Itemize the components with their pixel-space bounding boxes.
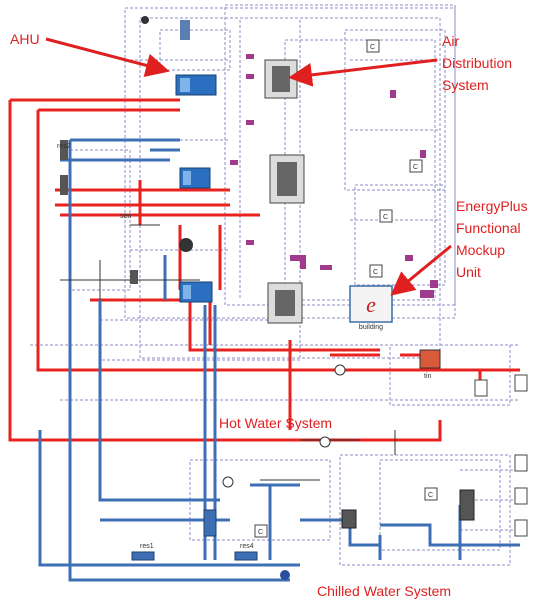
- svg-text:C: C: [373, 269, 378, 276]
- ahu-label: AHU: [10, 31, 40, 47]
- tin-label: tin: [424, 373, 432, 380]
- energyplus-fmu-block: e building: [349, 285, 393, 331]
- svg-text:C: C: [383, 214, 388, 221]
- annotation-arrows: [45, 37, 452, 296]
- energyplus-label-line4: Unit: [456, 264, 481, 280]
- energyplus-label-line1: EnergyPlus: [456, 198, 528, 214]
- fmu-caption: building: [359, 324, 383, 331]
- air-distribution-label-line3: System: [442, 77, 489, 93]
- energyplus-arrow: [390, 244, 452, 296]
- ahu-unit-2: [179, 167, 211, 189]
- svg-text:C: C: [370, 44, 375, 51]
- hot-water-system-label: Hot Water System: [219, 415, 333, 431]
- connector-lines: [60, 224, 396, 481]
- control-block-letters: C C C C C C: [258, 44, 433, 536]
- hot-water-pipes: [8, 98, 520, 442]
- sen-label: sen: [120, 213, 131, 220]
- svg-text:C: C: [258, 529, 263, 536]
- air-distribution-zone-1: [264, 59, 298, 99]
- duct-fittings: [230, 54, 438, 298]
- chilled-water-pipes: [38, 138, 520, 582]
- energyplus-label-line3: Mockup: [456, 242, 506, 258]
- air-distribution-zone-3: [267, 282, 303, 324]
- svg-text:C: C: [428, 492, 433, 499]
- res1-label: res1: [140, 543, 154, 550]
- ahu-unit-3: [179, 238, 213, 303]
- air-distribution-arrow: [288, 58, 438, 87]
- air-distribution-label-line2: Distribution: [442, 55, 513, 71]
- plant-components: [60, 16, 475, 580]
- ahu-unit-1: [175, 20, 217, 96]
- chilled-water-system-label: Chilled Water System: [317, 583, 452, 599]
- control-blocks: [254, 39, 528, 538]
- air-distribution-label-line1: Air: [442, 33, 460, 49]
- energyplus-label-line2: Functional: [456, 220, 521, 236]
- res2-label: res2: [57, 143, 71, 150]
- svg-text:C: C: [413, 164, 418, 171]
- svg-text:e: e: [366, 292, 376, 317]
- ahu-arrow: [45, 37, 170, 78]
- res4-label: res4: [240, 543, 254, 550]
- air-distribution-zone-2: [269, 154, 305, 204]
